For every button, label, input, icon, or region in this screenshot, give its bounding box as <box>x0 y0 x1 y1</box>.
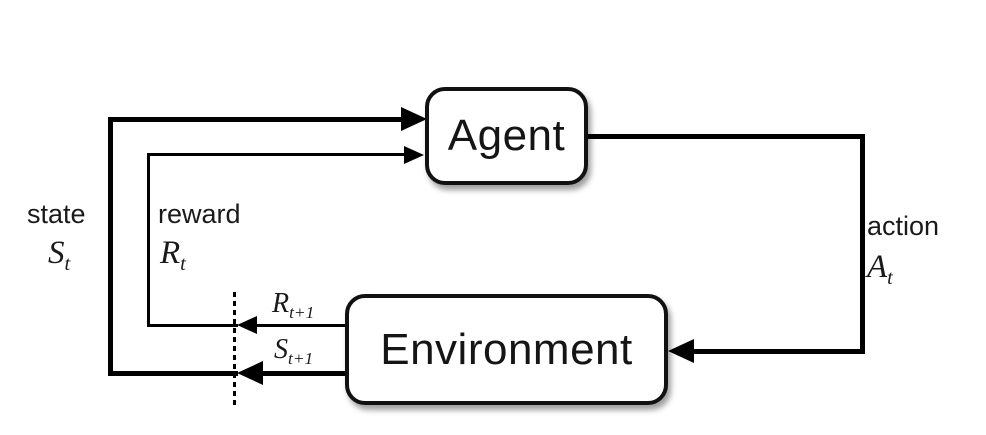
state-arrowhead-into-agent <box>401 107 427 131</box>
action-word-label: action <box>867 211 940 241</box>
state-word-label: state <box>27 199 86 229</box>
action-line-bottom-horizontal <box>692 349 865 354</box>
state-arrowhead-at-time-boundary <box>237 361 263 385</box>
reward-word-label: reward <box>158 199 241 229</box>
next-state-symbol-label: St+1 <box>274 334 314 369</box>
time-step-boundary-dashed-line <box>233 292 236 408</box>
environment-box-label: Environment <box>380 324 633 374</box>
state-symbol-label: St <box>48 235 71 276</box>
reward-line-bottom-left-horizontal <box>147 324 238 327</box>
state-line-left-vertical <box>108 117 113 376</box>
next-reward-symbol-label: Rt+1 <box>272 288 315 323</box>
environment-box: Environment <box>345 294 668 405</box>
state-line-from-environment <box>261 371 347 376</box>
action-arrowhead-into-environment <box>668 339 694 363</box>
reward-line-top-horizontal <box>147 153 405 156</box>
reward-arrowhead-into-agent <box>404 146 424 164</box>
reward-line-left-vertical <box>147 153 150 327</box>
action-symbol-label: At <box>867 249 893 290</box>
state-line-top-horizontal <box>108 117 402 122</box>
state-line-bottom-left-horizontal <box>108 371 238 376</box>
agent-box-label: Agent <box>447 111 566 160</box>
reward-symbol-label: Rt <box>160 235 186 276</box>
agent-box: Agent <box>425 87 588 185</box>
reward-line-from-environment <box>255 324 345 327</box>
action-line-top-horizontal <box>586 134 865 139</box>
action-line-right-vertical <box>860 134 865 354</box>
reward-arrowhead-at-time-boundary <box>237 316 257 334</box>
